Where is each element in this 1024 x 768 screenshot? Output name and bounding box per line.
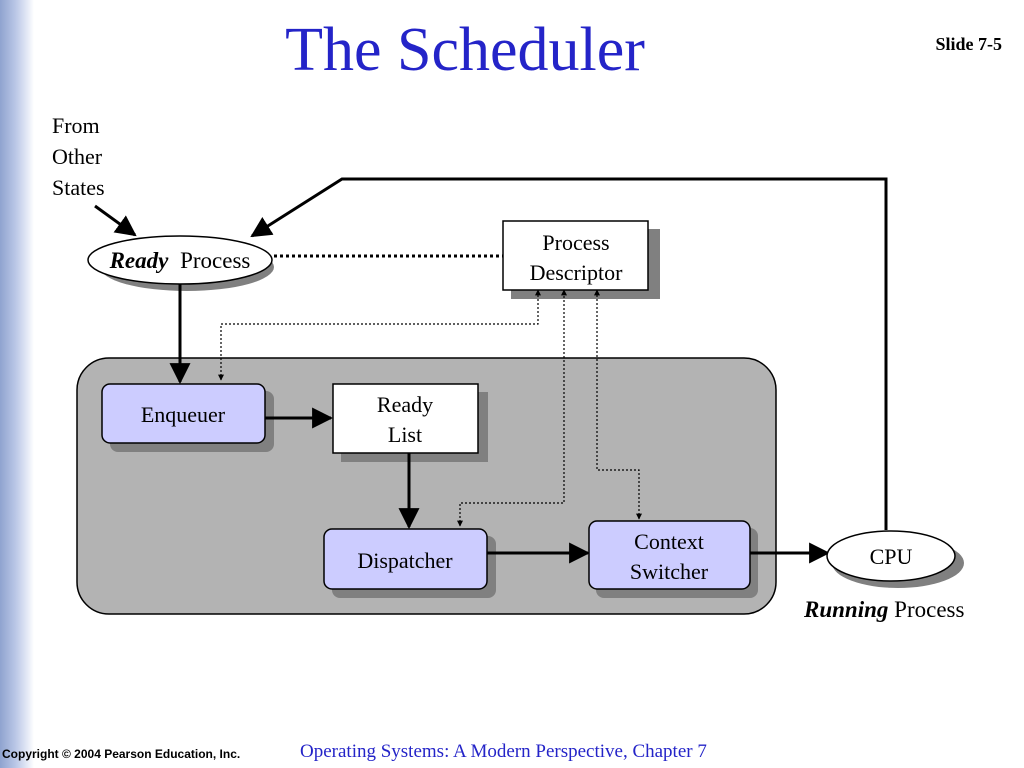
slide-sidebar-gradient: [0, 0, 34, 768]
context-switcher-node: [588, 520, 751, 590]
context-switcher-line: Context: [634, 529, 704, 554]
process-descriptor-line: Process: [542, 230, 609, 255]
dispatcher-descriptor-link: [457, 289, 567, 527]
ready-list-node: [332, 383, 479, 454]
running-process-label: Running Process: [804, 597, 964, 623]
slide-title: The Scheduler: [285, 16, 645, 84]
enqueuer-label: Enqueuer: [141, 402, 226, 427]
dispatcher-node: [323, 528, 488, 590]
from-other-states-line: States: [52, 175, 105, 200]
ready-emphasis: Ready: [109, 248, 170, 273]
course-footer: Operating Systems: A Modern Perspective,…: [300, 741, 707, 762]
ready-process-label: Ready Process: [109, 248, 251, 273]
ready-list-line: Ready: [377, 392, 433, 417]
from-other-states-line: Other: [52, 144, 103, 169]
ready-list-line: List: [388, 422, 422, 447]
enqueuer-node: [101, 383, 266, 444]
from-other-states-label: From Other States: [52, 110, 105, 203]
cpu-to-ready-arrow: [250, 177, 888, 530]
switcher-descriptor-link: [594, 289, 642, 520]
slide-number: Slide 7-5: [935, 34, 1002, 54]
from-other-states-arrow: [94, 204, 137, 237]
copyright-footer: Copyright © 2004 Pearson Education, Inc.: [2, 747, 241, 761]
cpu-node: [826, 530, 956, 582]
running-process-word: Process: [894, 597, 965, 622]
process-descriptor-line: Descriptor: [530, 260, 624, 285]
process-descriptor-node: [502, 220, 649, 291]
context-switcher-line: Switcher: [630, 559, 709, 584]
from-other-states-line: From: [52, 113, 100, 138]
dispatcher-label: Dispatcher: [357, 548, 453, 573]
running-emphasis: Running: [804, 597, 889, 622]
ready-process-word: Process: [180, 248, 250, 273]
cpu-label: CPU: [870, 544, 913, 569]
